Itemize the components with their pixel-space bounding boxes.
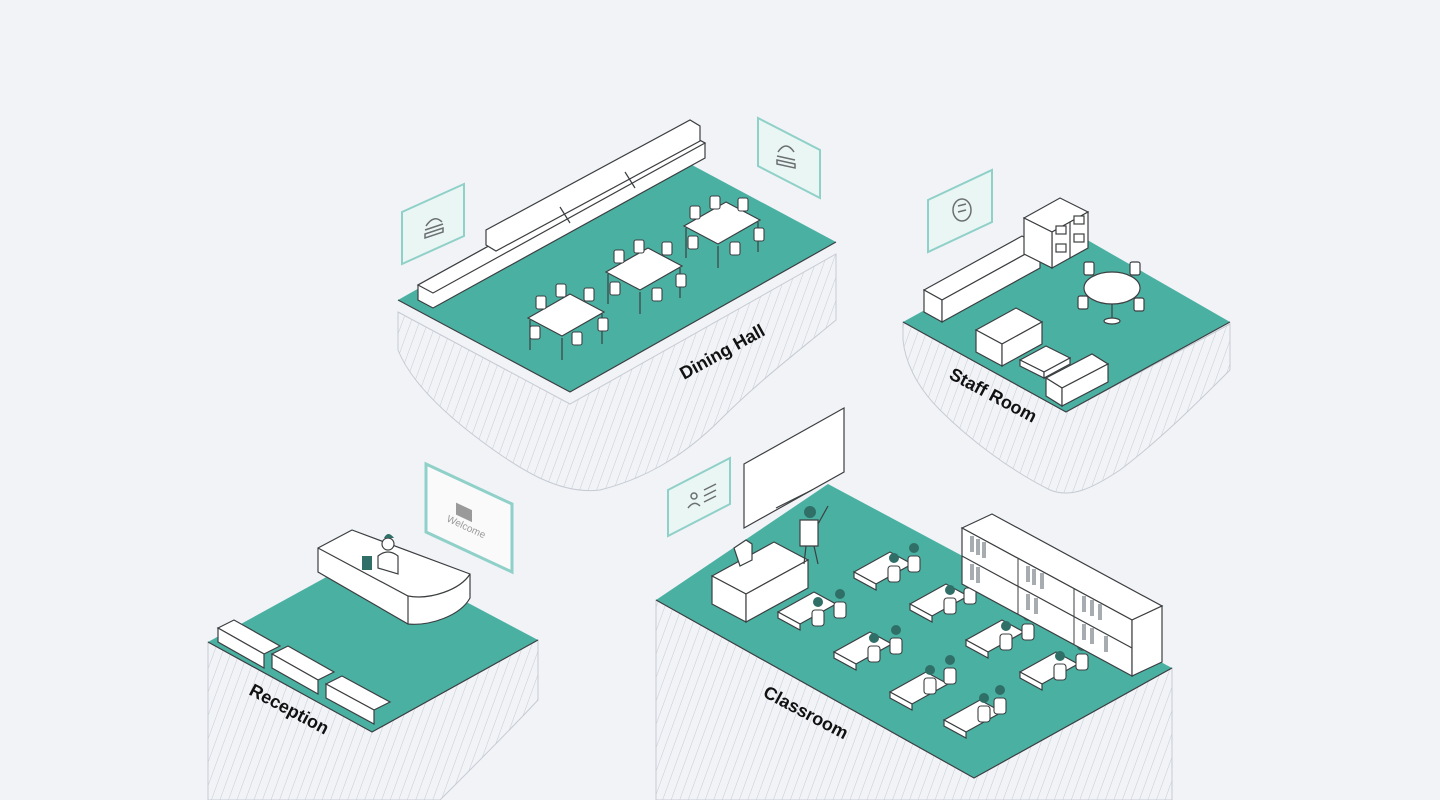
filing-cabinet xyxy=(1022,197,1090,270)
teacher-desk xyxy=(710,539,810,624)
reception-desk xyxy=(317,529,471,625)
whiteboard xyxy=(743,406,845,530)
round-table xyxy=(1077,261,1145,325)
chat-bubble-icon xyxy=(952,198,972,222)
sofa-left xyxy=(974,307,1044,368)
staff-counter xyxy=(922,235,1042,324)
classroom-room: Classroom xyxy=(655,406,1173,800)
classroom-screen xyxy=(667,456,731,538)
receptionist xyxy=(362,534,399,575)
serving-counter xyxy=(416,119,707,309)
coffee-table xyxy=(1018,345,1072,380)
burger-icon xyxy=(424,218,444,240)
dining-hall-base xyxy=(397,253,837,492)
dining-chairs xyxy=(529,195,765,346)
dining-hall-room: Dining Hall xyxy=(397,116,837,492)
bookshelf xyxy=(960,513,1164,678)
burger-icon xyxy=(776,145,796,169)
staff-room-room: Staff Room xyxy=(902,168,1231,494)
dining-table-3 xyxy=(682,201,762,268)
image-placeholder-icon xyxy=(456,502,472,523)
reception-room: Welcome Reception xyxy=(207,461,539,800)
staff-screen xyxy=(927,168,993,254)
reception-base xyxy=(207,639,539,800)
sofa-right xyxy=(1044,353,1110,408)
teacher xyxy=(799,505,829,565)
dining-screen-right xyxy=(757,116,821,200)
waiting-seats xyxy=(216,619,392,726)
staff-room-base xyxy=(902,321,1231,494)
profile-card-icon xyxy=(687,483,717,509)
dining-screen-left xyxy=(401,182,465,266)
welcome-screen: Welcome xyxy=(424,461,514,575)
